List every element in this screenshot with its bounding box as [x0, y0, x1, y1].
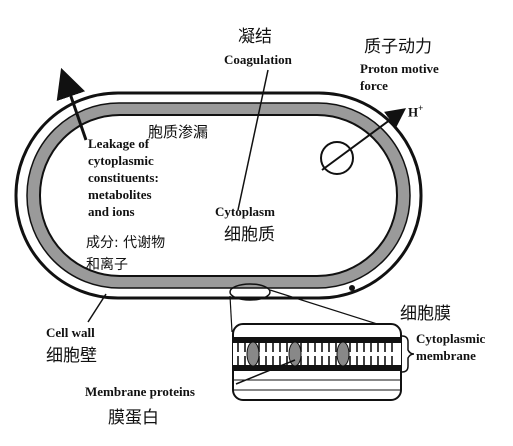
coagulation-pointer [237, 69, 269, 211]
components-label-zh-1: 成分: 代谢物 [86, 235, 166, 251]
components-label-zh-2: 和离子 [86, 257, 128, 273]
leakage-line-4: metabolites [88, 187, 152, 202]
leakage-arrow [56, 67, 88, 141]
membrane-label-zh: 细胞膜 [400, 304, 451, 324]
proteins-pointer [235, 359, 296, 385]
leakage-line-3: constituents: [88, 170, 159, 185]
leakage-line-1: Leakage of [88, 136, 150, 151]
membrane-label-en-2: membrane [416, 348, 476, 363]
leakage-label-zh: 胞质渗漏 [148, 123, 209, 141]
magnify-region [229, 283, 271, 301]
coagulation-label-zh: 凝结 [238, 27, 272, 47]
cytoplasm-label-en: Cytoplasm [215, 204, 275, 219]
membrane-bracket [401, 335, 415, 373]
pmf-label-en-2: force [360, 78, 388, 93]
proteins-label-en: Membrane proteins [85, 384, 195, 399]
membrane-zoom [232, 323, 402, 401]
membrane-label-en-1: Cytoplasmic [416, 331, 486, 346]
membrane-dot [349, 285, 355, 291]
proteins-label-zh: 膜蛋白 [108, 408, 159, 428]
cellwall-label-en: Cell wall [46, 325, 95, 340]
proton-arrow [321, 108, 407, 171]
cellwall-pointer [87, 293, 107, 323]
cytoplasmic-membrane-inner [39, 114, 398, 277]
leakage-line-2: cytoplasmic [88, 153, 154, 168]
leakage-line-5: and ions [88, 204, 135, 219]
proton-symbol: H [408, 104, 419, 120]
pmf-label-zh: 质子动力 [364, 37, 432, 57]
leakage-label-en: Leakage of cytoplasmic constituents: met… [88, 135, 159, 220]
zoom-connector-left [229, 295, 233, 333]
cellwall-label-zh: 细胞壁 [46, 346, 97, 366]
proton-charge: + [418, 103, 424, 113]
pmf-label-en-1: Proton motive [360, 61, 439, 76]
cytoplasm-label-zh: 细胞质 [224, 225, 275, 245]
coagulation-label-en: Coagulation [224, 52, 292, 67]
proton-label: H+ [408, 103, 424, 120]
